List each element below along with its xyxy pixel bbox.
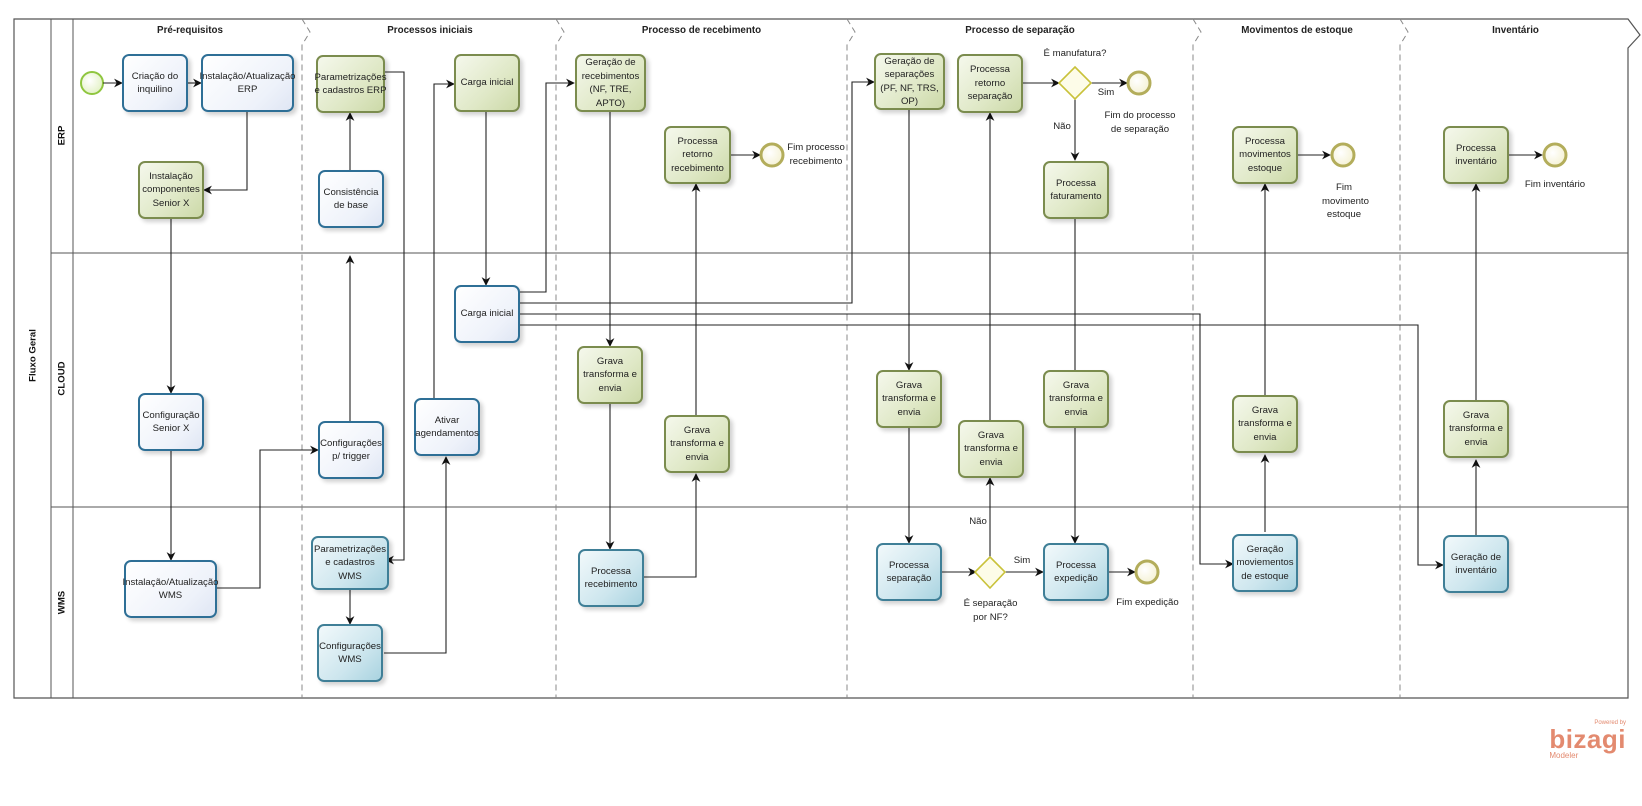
task-geracao-separacoes[interactable]: Geração de separações (PF, NF, TRS, OP) [874,53,945,110]
logo-name: bizagi [1549,724,1626,754]
gateway-separacao-nf-label: É separação por NF? [963,598,1018,623]
task-processa-retorno-separacao[interactable]: Processa retorno separação [957,54,1023,113]
end-event-separacao [1126,70,1152,96]
end-events [759,70,1568,585]
bizagi-logo: Powered by bizagi Modeler [1549,720,1626,760]
gateway-manufatura-yes: Sim [1097,87,1115,98]
gateway-manufatura-label: É manufatura? [1043,48,1107,59]
task-configuracao-seniorx[interactable]: Configuração Senior X [138,393,204,451]
task-grava-separacao-1[interactable]: Grava transforma e envia [876,370,942,428]
flow [520,313,1234,569]
end-label-separacao: Fim do processo de separação [1104,110,1176,135]
flow [520,78,575,293]
flow [385,71,405,565]
phase-title-separacao: Processo de separação [965,25,1075,36]
task-processa-recebimento[interactable]: Processa recebimento [578,549,644,607]
sequence-flows [103,71,1543,654]
task-param-wms[interactable]: Parametrizações e cadastros WMS [311,536,389,590]
task-processa-faturamento[interactable]: Processa faturamento [1043,161,1109,219]
flow [520,77,875,304]
task-geracao-recebimentos[interactable]: Geração de recebimentos (NF, TRE, APTO) [575,54,646,112]
task-instalacao-erp[interactable]: Instalação/Atualização ERP [200,54,296,112]
task-grava-separacao-2[interactable]: Grava transforma e envia [958,420,1024,478]
task-config-trigger[interactable]: Configurações p/ trigger [318,421,384,479]
task-processa-retorno-recebimento[interactable]: Processa retorno recebimento [664,126,731,184]
gateway-separacao-nf-yes: Sim [1013,555,1031,566]
task-processa-mov-estoque[interactable]: Processa movimentos estoque [1232,126,1298,184]
end-label-expedicao: Fim expedição [1116,597,1179,608]
flow [384,456,451,654]
gateway-manufatura-no: Não [1053,121,1071,132]
gateway-manufatura [1057,65,1093,101]
lane-label-wms: WMS [56,590,68,615]
phase-separator-2 [555,18,565,698]
phase-title-inventario: Inventário [1492,25,1539,36]
phase-separator-4 [1192,18,1202,698]
task-param-erp[interactable]: Parametrizações e cadastros ERP [315,55,387,113]
task-consistencia-base[interactable]: Consistência de base [318,170,384,228]
task-geracao-inventario[interactable]: Geração de inventário [1443,535,1509,593]
end-event-recebimento [759,142,785,168]
flow [520,324,1444,570]
phase-separator-3 [846,18,856,698]
end-label-movimento: Fim movimento estoque [1322,182,1369,220]
lane-label-cloud: CLOUD [56,361,68,396]
task-grava-inventario[interactable]: Grava transforma e envia [1443,400,1509,458]
pool-title: Fluxo Geral [27,329,39,382]
task-carga-inicial-erp[interactable]: Carga inicial [454,54,520,112]
end-label-inventario: Fim inventário [1524,179,1586,190]
task-grava-mov-estoque[interactable]: Grava transforma e envia [1232,395,1298,453]
lane-label-erp: ERP [56,125,68,146]
phase-separator-1 [301,18,311,698]
task-processa-expedicao[interactable]: Processa expedição [1043,543,1109,601]
task-ativar-agendamentos[interactable]: Ativar agendamentos [414,398,480,456]
task-criacao-inquilino[interactable]: Criação do inquilino [122,54,188,112]
phase-title-processos-iniciais: Processos iniciais [387,25,473,36]
phase-separator-5 [1399,18,1409,698]
end-event-inventario [1542,142,1568,168]
gateway-separacao-nf-no: Não [969,516,987,527]
start-event [80,71,104,95]
task-grava-separacao-3[interactable]: Grava transforma e envia [1043,370,1109,428]
task-geracao-mov-estoque[interactable]: Geração moviementos de estoque [1232,534,1298,592]
task-config-wms[interactable]: Configurações WMS [317,624,383,682]
phase-title-prerequisitos: Pré-requisitos [157,25,223,36]
task-carga-inicial-cloud[interactable]: Carga inicial [454,285,520,343]
pool-border [13,18,1641,699]
phase-title-recebimento: Processo de recebimento [641,25,762,36]
logo-powered-by: Powered by [1594,720,1626,726]
flow [433,79,455,398]
task-instalacao-wms[interactable]: Instalação/Atualização WMS [123,560,219,618]
logo-product: Modeler [1549,751,1579,760]
end-label-recebimento: Fim processo recebimento [787,142,845,167]
flow [217,445,319,589]
task-grava-recebimento-2[interactable]: Grava transforma e envia [664,415,730,473]
flow [642,473,701,578]
task-instalacao-componentes[interactable]: Instalação componentes Senior X [138,161,204,219]
end-event-movimento [1330,142,1356,168]
task-processa-inventario[interactable]: Processa inventário [1443,126,1509,184]
task-processa-separacao[interactable]: Processa separação [876,543,942,601]
end-event-expedicao [1134,559,1160,585]
flow [203,112,248,195]
gateway-separacao-nf [973,555,1007,590]
phase-title-movimentos: Movimentos de estoque [1241,25,1353,36]
task-grava-recebimento-1[interactable]: Grava transforma e envia [577,346,643,404]
